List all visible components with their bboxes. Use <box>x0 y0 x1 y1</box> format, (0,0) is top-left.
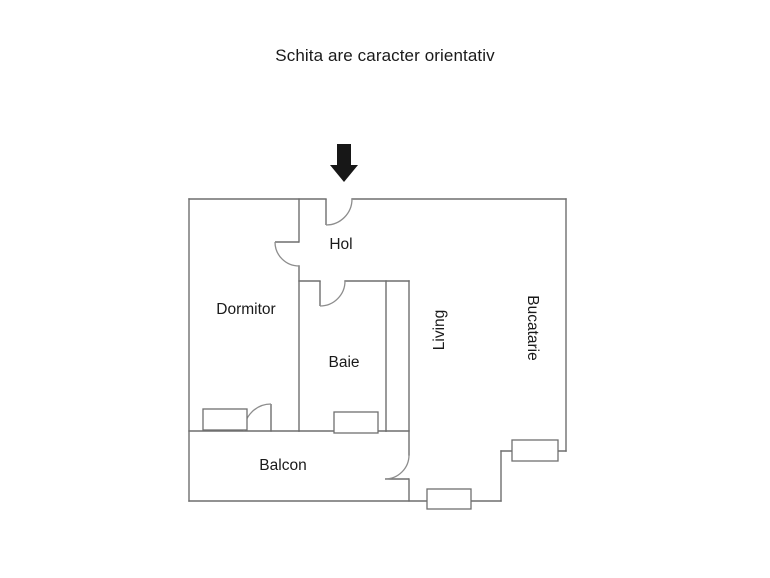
door-baie <box>319 280 346 307</box>
exterior-walls <box>188 198 567 502</box>
window-bucatarie <box>511 439 559 462</box>
room-label-baie: Baie <box>328 354 359 371</box>
room-label-hol: Hol <box>329 236 352 253</box>
entrance-arrow <box>330 144 358 182</box>
door-entrance <box>325 198 353 226</box>
interior-walls <box>188 198 410 502</box>
window-balcon-bottom <box>426 488 472 510</box>
room-label-balcon: Balcon <box>259 457 306 474</box>
window-baie <box>333 411 379 434</box>
door-balcon-dormitor <box>243 403 272 432</box>
window-dormitor <box>202 408 248 431</box>
windows <box>202 408 559 510</box>
room-label-bucatarie: Bucatarie <box>524 295 541 360</box>
room-label-dormitor: Dormitor <box>216 301 275 318</box>
room-label-living: Living <box>431 310 448 351</box>
door-dormitor <box>274 241 300 267</box>
door-balcon-living <box>384 454 410 480</box>
page-title: Schita are caracter orientativ <box>275 46 495 65</box>
